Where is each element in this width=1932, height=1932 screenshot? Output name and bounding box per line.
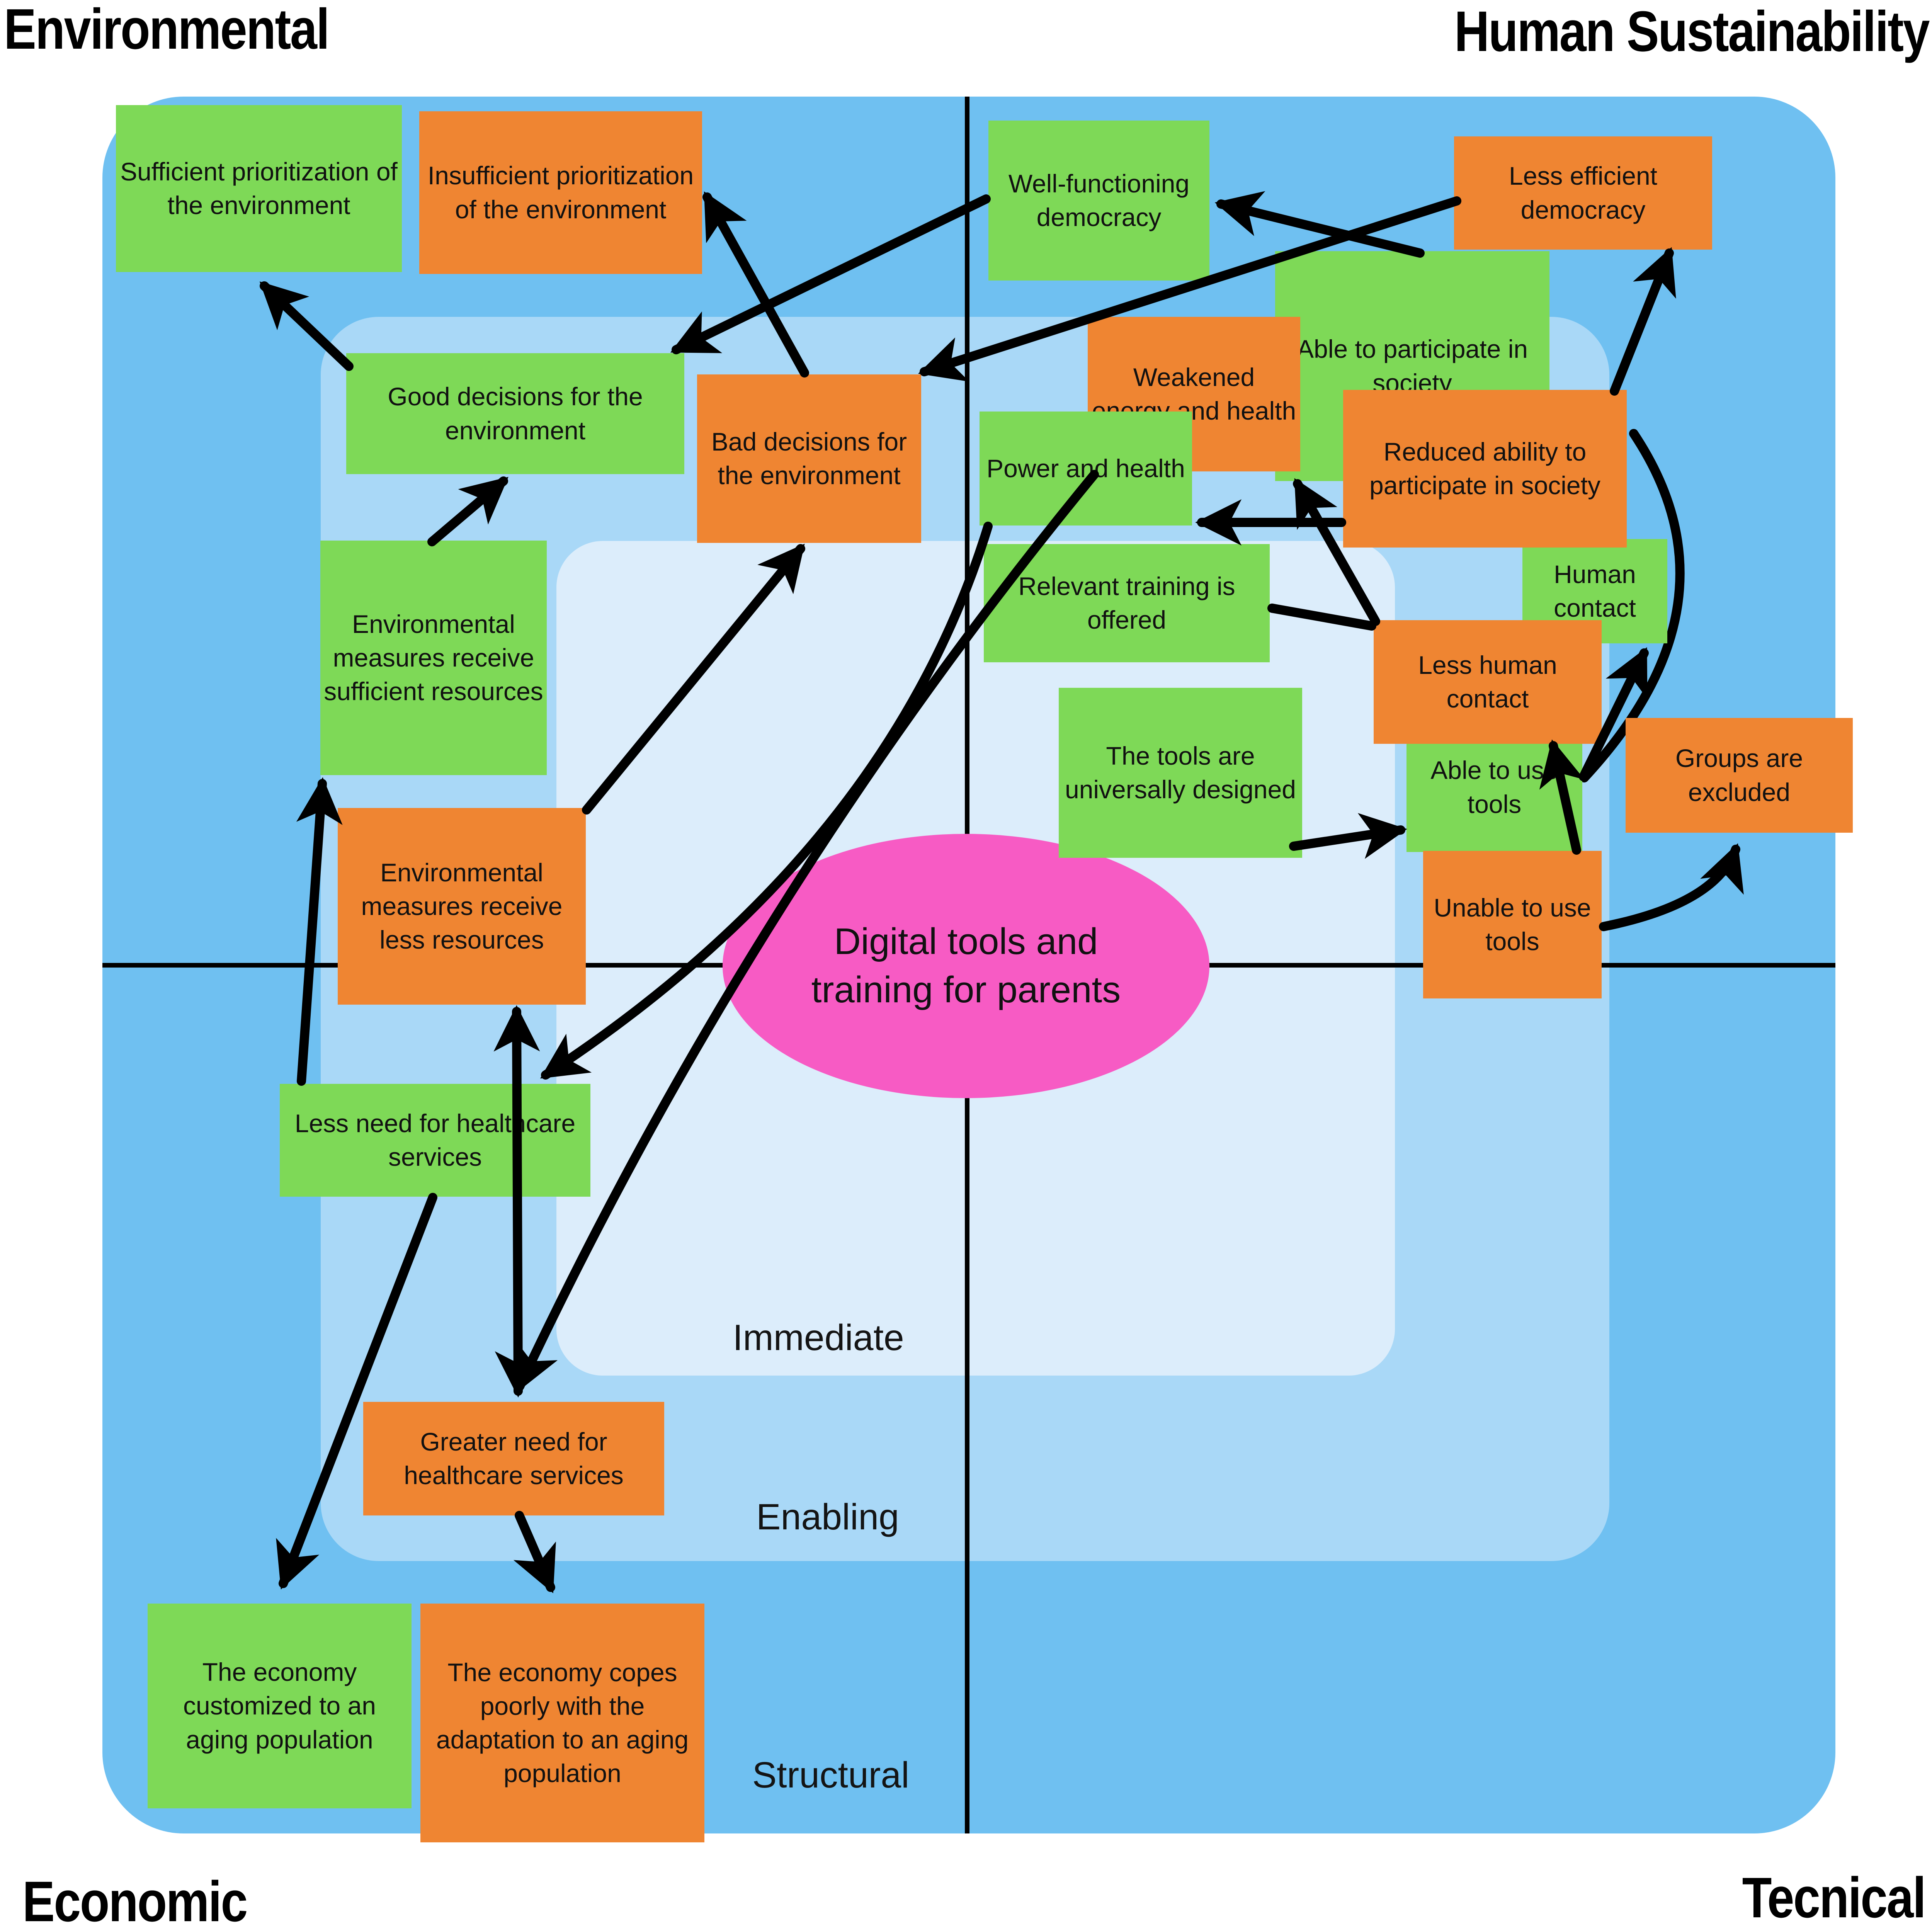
note-text-economy-customized: The economy customized to an aging popul… — [183, 1658, 376, 1754]
quadrant-label-tecnical: Tecnical — [1742, 1866, 1926, 1930]
note-greater-need[interactable]: Greater need for healthcare services — [363, 1402, 664, 1515]
note-text-bad-decisions: Bad decisions for the environment — [711, 427, 907, 490]
note-text-less-need: Less need for healthcare services — [294, 1109, 576, 1171]
note-text-unable-tools: Unable to use tools — [1434, 893, 1591, 956]
note-text-less-eff-democracy: Less efficient democracy — [1509, 162, 1657, 224]
note-good-decisions[interactable]: Good decisions for the environment — [346, 353, 684, 474]
note-text-reduced-ability: Reduced ability to participate in societ… — [1369, 437, 1600, 500]
note-text-relevant-training: Relevant training is offered — [1018, 571, 1235, 634]
note-power-health[interactable]: Power and health — [980, 412, 1192, 526]
note-less-need[interactable]: Less need for healthcare services — [280, 1084, 590, 1197]
quadrant-label-human-sustainability: Human Sustainability — [1454, 0, 1930, 63]
quadrant-label-economic: Economic — [22, 1870, 248, 1932]
note-tools-universal[interactable]: The tools are universally designed — [1059, 688, 1302, 858]
central-topic-text: Digital tools and training for parents — [811, 921, 1121, 1010]
ring-label-structural: Structural — [752, 1755, 910, 1796]
note-less-eff-democracy[interactable]: Less efficient democracy — [1454, 136, 1712, 250]
note-text-power-health: Power and health — [986, 454, 1185, 483]
note-relevant-training[interactable]: Relevant training is offered — [984, 544, 1270, 662]
ring-label-enabling: Enabling — [756, 1497, 899, 1537]
note-sufficient-prioritization[interactable]: Sufficient prioritization of the environ… — [116, 105, 402, 272]
note-economy-customized[interactable]: The economy customized to an aging popul… — [148, 1604, 412, 1808]
note-text-economy-copes: The economy copes poorly with the adapta… — [436, 1658, 689, 1788]
note-text-less-human-contact: Less human contact — [1418, 650, 1557, 713]
note-text-insufficient-prioritization: Insufficient prioritization of the envir… — [427, 161, 694, 224]
note-reduced-ability[interactable]: Reduced ability to participate in societ… — [1343, 390, 1627, 548]
note-less-human-contact[interactable]: Less human contact — [1374, 620, 1602, 744]
note-well-democracy[interactable]: Well-functioning democracy — [988, 121, 1209, 281]
note-bad-decisions[interactable]: Bad decisions for the environment — [697, 374, 921, 543]
note-insufficient-prioritization[interactable]: Insufficient prioritization of the envir… — [419, 111, 702, 274]
note-text-env-sufficient: Environmental measures receive sufficien… — [324, 609, 543, 706]
note-text-tools-universal: The tools are universally designed — [1065, 741, 1296, 804]
note-text-well-democracy: Well-functioning democracy — [1008, 169, 1190, 231]
central-topic-ellipse[interactable]: Digital tools and training for parents — [723, 834, 1209, 1098]
note-text-good-decisions: Good decisions for the environment — [388, 382, 643, 445]
note-text-groups-excluded: Groups are excluded — [1675, 744, 1803, 806]
note-text-human-contact: Human contact — [1554, 560, 1636, 622]
note-groups-excluded[interactable]: Groups are excluded — [1626, 718, 1853, 833]
note-text-sufficient-prioritization: Sufficient prioritization of the environ… — [120, 157, 398, 219]
ring-label-immediate: Immediate — [733, 1317, 904, 1358]
note-text-env-less: Environmental measures receive less reso… — [361, 858, 563, 954]
note-text-greater-need: Greater need for healthcare services — [404, 1427, 624, 1490]
quadrant-label-environmental: Environmental — [4, 0, 330, 61]
note-economy-copes[interactable]: The economy copes poorly with the adapta… — [420, 1604, 704, 1842]
note-unable-tools[interactable]: Unable to use tools — [1423, 851, 1602, 998]
note-env-sufficient[interactable]: Environmental measures receive sufficien… — [320, 541, 547, 775]
note-env-less[interactable]: Environmental measures receive less reso… — [338, 808, 586, 1005]
note-text-able-tools: Able to use tools — [1430, 756, 1558, 818]
